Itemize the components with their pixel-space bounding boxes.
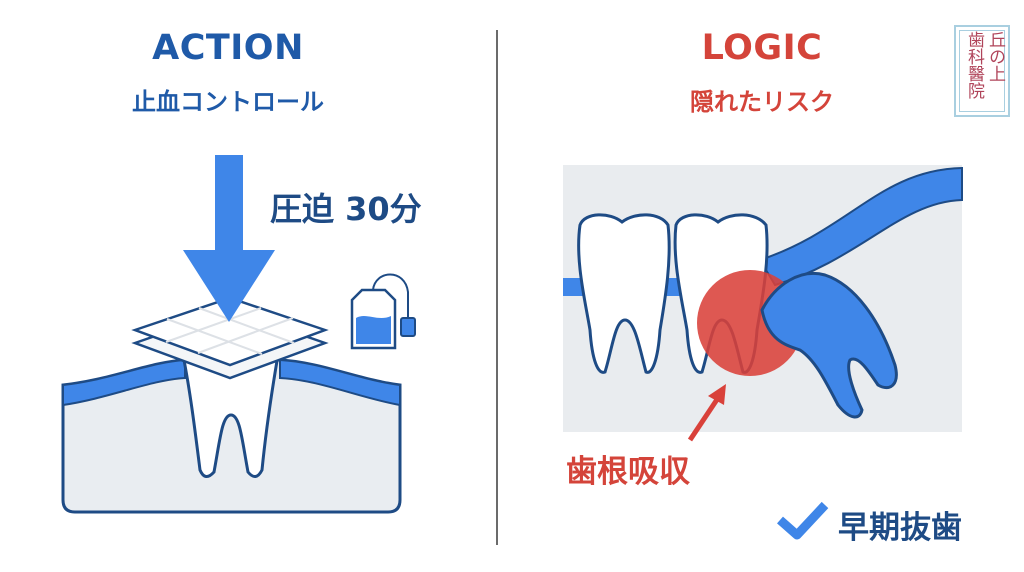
gum-line-diagonal xyxy=(758,166,963,287)
check-icon xyxy=(777,501,829,540)
molar-tooth-1 xyxy=(577,213,671,374)
pressure-label: 圧迫 30分 xyxy=(270,190,422,228)
gum-block xyxy=(61,358,402,514)
tea-bag-icon xyxy=(350,273,416,350)
logic-title: LOGIC xyxy=(701,28,823,68)
impacted-wisdom-tooth xyxy=(760,272,898,419)
extracted-tooth xyxy=(181,353,280,478)
panel-divider xyxy=(496,30,498,545)
action-title: ACTION xyxy=(152,28,304,68)
action-subtitle: 止血コントロール xyxy=(132,88,324,116)
logo-line2: 歯科醫院 xyxy=(964,31,984,99)
early-extraction-label: 早期抜歯 xyxy=(838,510,962,546)
clinic-logo: 丘の上 歯科醫院 xyxy=(954,25,1010,117)
gauze-icon xyxy=(131,296,329,380)
logic-subtitle: 隠れたリスク xyxy=(690,88,834,116)
pointer-arrow-icon xyxy=(687,384,726,442)
logo-line1: 丘の上 xyxy=(985,31,1005,82)
down-arrow-icon xyxy=(183,155,275,322)
root-resorption-label: 歯根吸収 xyxy=(566,454,690,490)
